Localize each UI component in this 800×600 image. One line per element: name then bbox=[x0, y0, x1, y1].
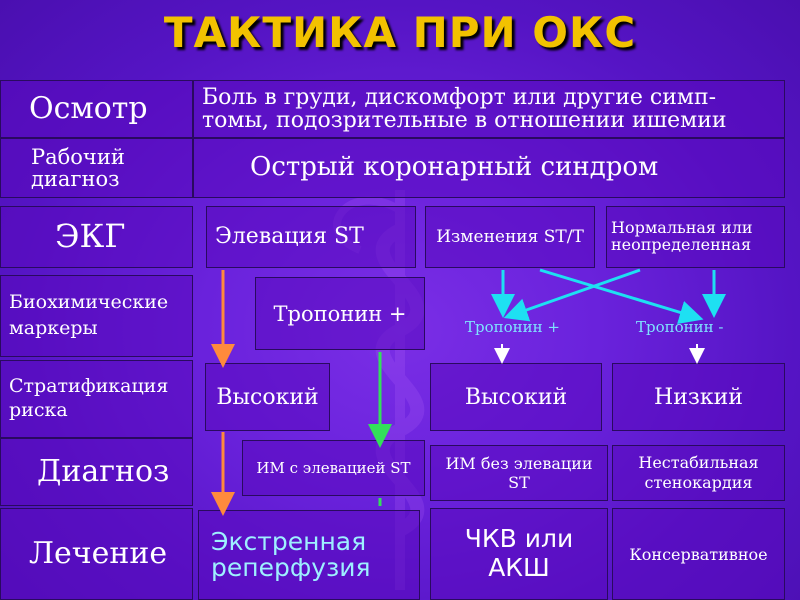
normal-ecg-line1: Нормальная или bbox=[611, 218, 753, 238]
risk-label-box: Стратификация риска bbox=[0, 360, 193, 438]
biomarkers-label: Биохимические маркеры bbox=[1, 291, 169, 339]
work-dx-label: Рабочий диагноз bbox=[1, 146, 125, 190]
risk-line1: Стратификация bbox=[9, 375, 169, 398]
exam-desc-line1: Боль в груди, дискомфорт или другие симп… bbox=[202, 84, 717, 110]
troponin-pos-text: Тропонин + bbox=[465, 318, 560, 336]
reperfusion-line2: реперфузия bbox=[211, 553, 371, 582]
pci-cabg-box: ЧКВ или АКШ bbox=[430, 508, 608, 600]
st-elevation-label: Элевация ST bbox=[215, 224, 364, 250]
risk-high-left-box: Высокий bbox=[205, 363, 330, 431]
arrow-cross-2 bbox=[503, 268, 641, 322]
risk-high-mid-box: Высокий bbox=[430, 363, 602, 431]
conservative-box: Консервативное bbox=[612, 508, 785, 600]
work-dx-label-box: Рабочий диагноз bbox=[0, 138, 193, 198]
st-changes-box: Изменения ST/T bbox=[425, 206, 595, 268]
ecg-label-box: ЭКГ bbox=[0, 206, 193, 268]
treatment-label: Лечение bbox=[29, 536, 168, 572]
exam-label-box: Осмотр bbox=[0, 80, 193, 138]
unstable-angina-box: Нестабильная стенокардия bbox=[612, 445, 785, 501]
work-dx-value-box: Острый коронарный синдром bbox=[193, 138, 785, 198]
biomarkers-line1: Биохимические bbox=[9, 291, 169, 314]
work-dx-line2: диагноз bbox=[31, 167, 120, 191]
nstemi-box: ИМ без элевации ST bbox=[430, 445, 608, 501]
pci-cabg-line2: АКШ bbox=[488, 553, 550, 582]
work-dx-line1: Рабочий bbox=[31, 144, 125, 169]
risk-line2: риска bbox=[9, 399, 68, 421]
risk-low-label: Низкий bbox=[654, 384, 743, 410]
stemi-box: ИМ с элевацией ST bbox=[242, 440, 425, 496]
reperfusion-box: Экстренная реперфузия bbox=[198, 510, 420, 600]
unstable-angina-label: Нестабильная стенокардия bbox=[638, 453, 758, 493]
unstable-angina-line2: стенокардия bbox=[644, 473, 753, 492]
troponin-pos-left-label: Тропонин + bbox=[273, 301, 407, 326]
reperfusion-label: Экстренная реперфузия bbox=[199, 526, 371, 582]
conservative-label: Консервативное bbox=[629, 544, 768, 564]
st-changes-label: Изменения ST/T bbox=[436, 227, 584, 247]
biomarkers-line2: маркеры bbox=[9, 317, 98, 339]
troponin-neg-text: Тропонин - bbox=[636, 318, 724, 336]
risk-high-mid-label: Высокий bbox=[464, 384, 568, 410]
risk-low-box: Низкий bbox=[612, 363, 785, 431]
page-title: ТАКТИКА ПРИ ОКС bbox=[163, 8, 637, 57]
work-dx-value: Острый коронарный синдром bbox=[250, 152, 659, 183]
pci-cabg-label: ЧКВ или АКШ bbox=[464, 524, 574, 583]
exam-desc-box: Боль в груди, дискомфорт или другие симп… bbox=[193, 80, 785, 138]
exam-desc-line2: томы, подозрительные в отношении ишемии bbox=[202, 108, 727, 133]
reperfusion-line1: Экстренная bbox=[211, 526, 367, 556]
exam-label: Осмотр bbox=[29, 91, 148, 127]
diagnosis-label: Диагноз bbox=[37, 454, 170, 490]
nstemi-line2: ST bbox=[508, 473, 530, 492]
ecg-label: ЭКГ bbox=[55, 217, 126, 256]
nstemi-label: ИМ без элевации ST bbox=[445, 454, 592, 492]
stemi-label: ИМ с элевацией ST bbox=[256, 459, 411, 477]
normal-ecg-box: Нормальная или неопределенная bbox=[606, 206, 785, 268]
pci-cabg-line1: ЧКВ или bbox=[464, 524, 574, 554]
risk-label: Стратификация риска bbox=[1, 375, 169, 421]
normal-ecg-label: Нормальная или неопределенная bbox=[607, 218, 753, 254]
nstemi-line1: ИМ без элевации bbox=[445, 453, 593, 473]
diagnosis-label-box: Диагноз bbox=[0, 438, 193, 506]
st-elevation-box: Элевация ST bbox=[206, 206, 416, 268]
treatment-label-box: Лечение bbox=[0, 508, 193, 600]
troponin-pos-left-box: Тропонин + bbox=[255, 277, 425, 350]
risk-high-left-label: Высокий bbox=[216, 384, 319, 410]
arrow-cross-1 bbox=[539, 268, 704, 325]
exam-desc: Боль в груди, дискомфорт или другие симп… bbox=[194, 86, 727, 132]
biomarkers-label-box: Биохимические маркеры bbox=[0, 275, 193, 357]
unstable-angina-line1: Нестабильная bbox=[638, 453, 759, 472]
normal-ecg-line2: неопределенная bbox=[611, 235, 752, 254]
